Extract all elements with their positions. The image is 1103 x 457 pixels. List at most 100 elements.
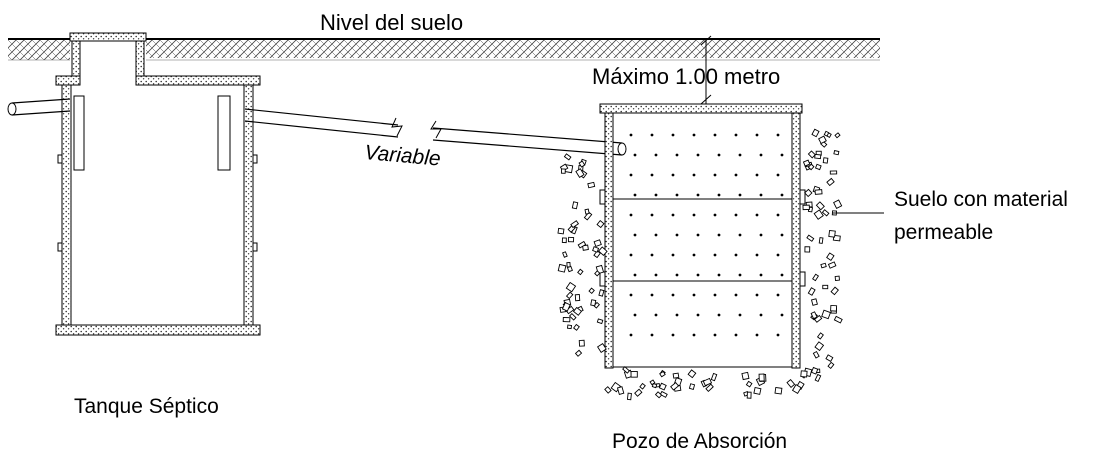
- perforation-dot: [629, 253, 633, 257]
- gravel-stone: [822, 284, 829, 290]
- tank-left-wall: [61, 84, 72, 326]
- perforation-dot: [734, 333, 738, 337]
- perforation-dot: [692, 253, 696, 257]
- max-depth-label: Máximo 1.00 metro: [592, 64, 780, 89]
- gravel-stone: [746, 391, 752, 399]
- perforation-dot: [629, 213, 633, 217]
- perforation-dot: [713, 293, 717, 297]
- gravel-stone: [574, 349, 583, 357]
- gravel-stone: [659, 390, 668, 398]
- perforation-dot: [671, 133, 675, 137]
- well-cover-slab: [599, 103, 803, 114]
- perforation-dot: [675, 233, 679, 237]
- gravel-stone: [818, 135, 827, 145]
- perforation-dot: [696, 273, 700, 277]
- gravel-stone: [827, 261, 837, 269]
- gravel-stone: [578, 339, 585, 347]
- gravel-stone: [577, 240, 587, 249]
- gravel-stone: [814, 153, 822, 160]
- gravel-stone: [597, 343, 607, 353]
- perforation-dot: [755, 133, 759, 137]
- gravel-stone: [810, 311, 818, 320]
- septic-tank: [55, 32, 261, 336]
- well-wall-joint: [599, 271, 606, 287]
- gravel-stone: [593, 239, 602, 248]
- tank-riser-left-wall: [71, 40, 81, 78]
- gravel-stone: [604, 386, 612, 394]
- gravel-stone: [651, 383, 658, 389]
- gravel-stone: [807, 150, 816, 159]
- gravel-stone: [634, 388, 643, 397]
- perforation-dot: [692, 333, 696, 337]
- inlet-pipe: [7, 98, 71, 116]
- perforation-dot: [671, 213, 675, 217]
- gravel-stone: [593, 250, 601, 259]
- permeable-gravel: [557, 128, 843, 401]
- gravel-stone: [818, 237, 824, 244]
- gravel-stone: [670, 381, 680, 391]
- well-wall-joint: [799, 271, 806, 287]
- gravel-stone: [820, 262, 827, 269]
- perforation-dot: [650, 253, 654, 257]
- perforation-dot: [654, 273, 658, 277]
- gravel-stone: [557, 263, 567, 273]
- gravel-stone: [622, 366, 631, 374]
- perforation-dot: [755, 253, 759, 257]
- perforation-dot: [650, 173, 654, 177]
- gravel-stone: [806, 234, 815, 242]
- perforation-dot: [780, 233, 784, 237]
- gravel-stone: [562, 251, 568, 258]
- perforation-dot: [717, 313, 721, 317]
- gravel-stone: [654, 391, 663, 399]
- perforation-dot: [738, 313, 742, 317]
- perforation-dot: [692, 133, 696, 137]
- gravel-stone: [570, 220, 580, 229]
- gravel-stone: [753, 386, 762, 395]
- soil-label-line1: Suelo con material: [894, 188, 1068, 211]
- gravel-stone: [814, 163, 822, 171]
- perforation-dot: [675, 273, 679, 277]
- gravel-stone: [557, 227, 565, 235]
- perforation-dot: [629, 293, 633, 297]
- perforation-dot: [776, 293, 780, 297]
- gravel-stone: [810, 298, 818, 306]
- perforation-dot: [776, 333, 780, 337]
- tank-wall-joint: [252, 242, 258, 252]
- tank-outlet-tee: [217, 95, 231, 171]
- perforation-dot: [650, 293, 654, 297]
- perforation-dot: [780, 153, 784, 157]
- gravel-stone: [813, 314, 823, 323]
- perforation-dot: [671, 333, 675, 337]
- gravel-stone: [583, 211, 593, 221]
- gravel-stone: [565, 281, 577, 293]
- perforation-dot: [759, 153, 763, 157]
- variable-label: Variable: [364, 141, 442, 171]
- perforation-dot: [717, 193, 721, 197]
- gravel-stone: [561, 302, 571, 312]
- gravel-stone: [811, 128, 820, 138]
- gravel-stone: [833, 199, 843, 209]
- gravel-stone: [823, 130, 830, 137]
- gravel-stone: [630, 371, 638, 378]
- gravel-stone: [592, 246, 600, 253]
- perforation-dot: [696, 153, 700, 157]
- perforation-dot: [734, 173, 738, 177]
- perforation-dot: [776, 173, 780, 177]
- gravel-stone: [571, 201, 579, 210]
- well-perforations: [629, 133, 784, 337]
- perforation-dot: [629, 173, 633, 177]
- perforation-dot: [713, 173, 717, 177]
- gravel-stone: [814, 341, 825, 352]
- gravel-stone: [826, 177, 835, 187]
- perforation-dot: [713, 133, 717, 137]
- gravel-stone: [596, 220, 605, 229]
- gravel-stone: [594, 270, 601, 277]
- absorption-well-label: Pozo de Absorción: [612, 430, 787, 453]
- gravel-stone: [577, 268, 584, 276]
- gravel-stone: [562, 317, 571, 323]
- outlet-pipe: [244, 108, 627, 156]
- gravel-stone: [672, 372, 680, 379]
- well-right-wall: [791, 112, 801, 369]
- gravel-stone: [565, 291, 574, 300]
- perforation-dot: [780, 193, 784, 197]
